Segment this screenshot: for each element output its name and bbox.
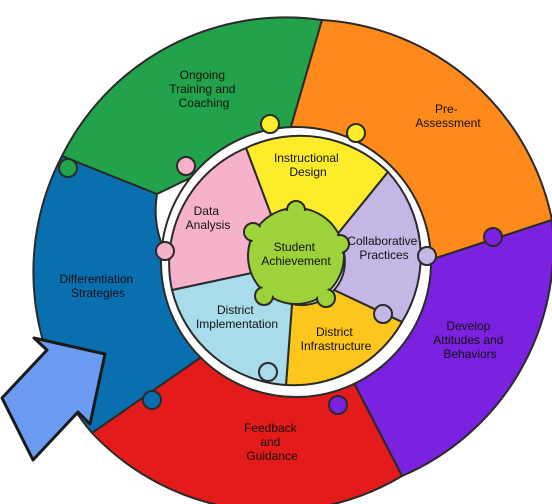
label-pre-assessment: Pre- Assessment xyxy=(415,102,481,130)
puzzle-knob xyxy=(258,362,278,382)
label-district-implementation: District Implementation xyxy=(196,303,278,331)
segment-develop-attitudes xyxy=(354,219,552,477)
puzzle-knob xyxy=(176,156,196,176)
puzzle-knob xyxy=(328,395,348,415)
puzzle-knob xyxy=(260,114,280,134)
outer-knobs xyxy=(58,158,503,415)
label-district-infrastructure: District Infrastructure xyxy=(301,325,372,353)
label-collaborative-practices: Collaborative Practices xyxy=(347,234,420,262)
pointer-arrow-icon xyxy=(0,336,107,462)
segment-pre-assessment xyxy=(289,19,552,261)
puzzle-knob xyxy=(373,304,393,324)
center-piece xyxy=(243,200,350,308)
label-develop-attitudes: Develop Attitudes and Behaviors xyxy=(433,319,506,361)
label-ongoing-training: Ongoing Training and Coaching xyxy=(169,68,239,110)
puzzle-knob xyxy=(346,123,366,143)
puzzle-knob xyxy=(417,246,437,266)
label-differentiation-strategies: Differentiation Strategies xyxy=(59,272,136,300)
label-student-achievement: Student Achievement xyxy=(261,240,331,268)
inner-knobs xyxy=(155,114,437,382)
segment-ongoing-training xyxy=(61,16,323,195)
center-cover xyxy=(250,210,342,302)
puzzle-knob xyxy=(483,227,503,247)
puzzle-knob xyxy=(155,241,175,261)
label-feedback-guidance: Feedback and Guidance xyxy=(244,421,300,463)
labels: Ongoing Training and Coaching Pre- Asses… xyxy=(59,68,506,463)
puzzle-knob xyxy=(58,158,78,178)
label-instructional-design: Instructional Design xyxy=(274,151,342,179)
puzzle-knob xyxy=(142,390,162,410)
label-data-analysis: Data Analysis xyxy=(186,204,231,232)
